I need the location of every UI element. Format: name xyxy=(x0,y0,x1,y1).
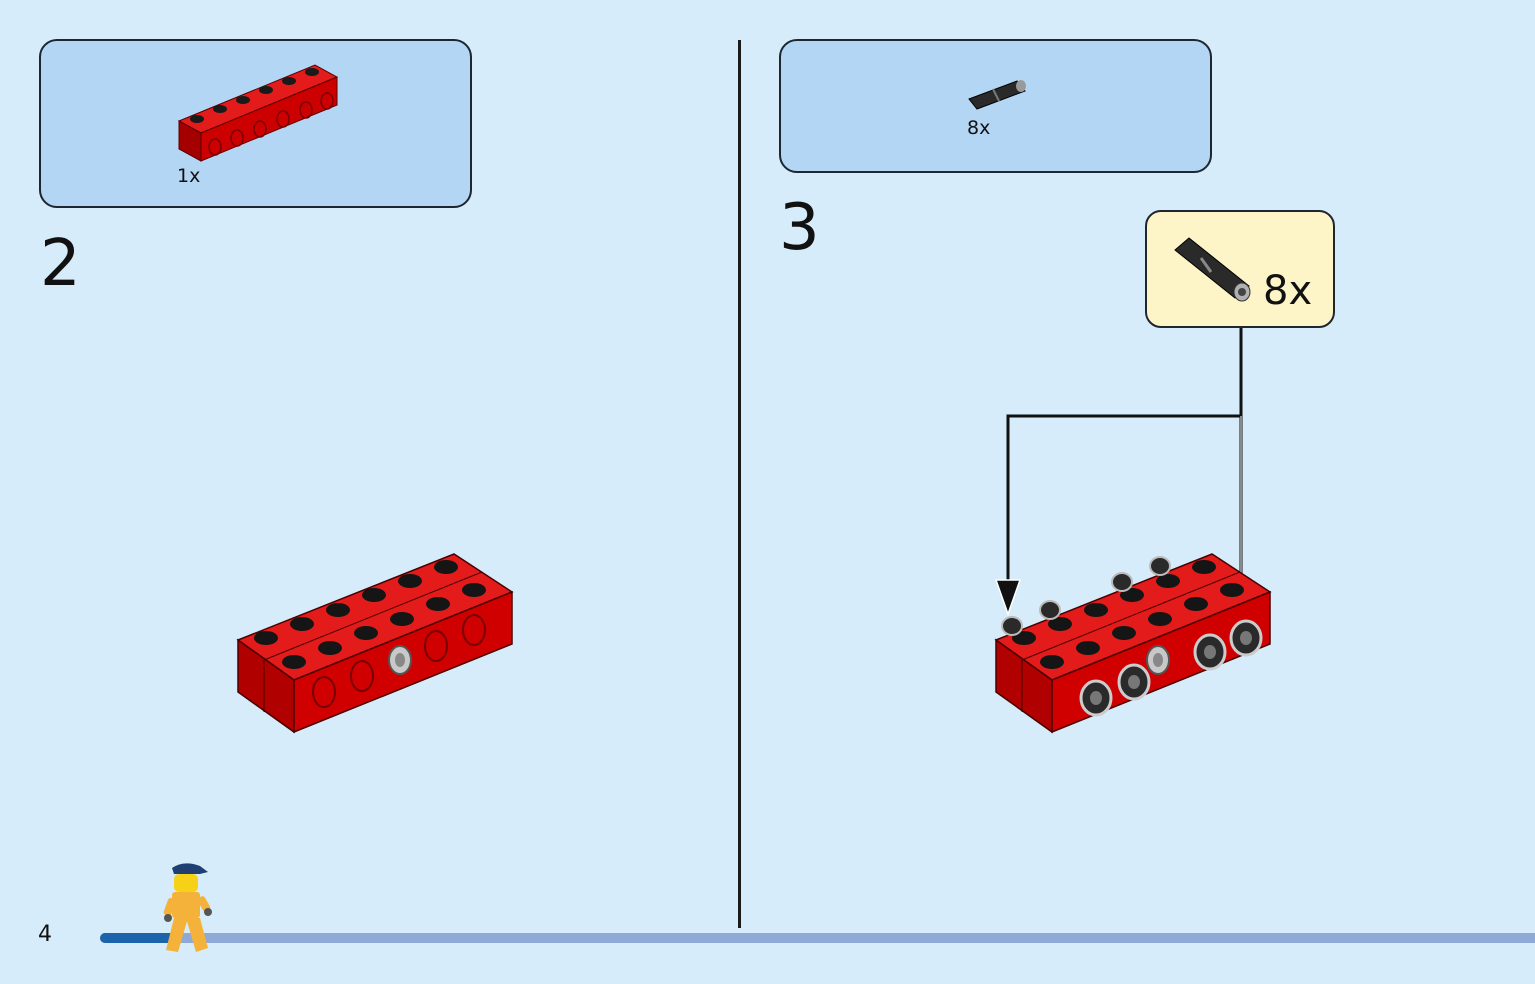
step-number-3: 3 xyxy=(779,191,820,265)
black-technic-pin-icon xyxy=(1174,237,1251,302)
callout-quantity: 8x xyxy=(1263,268,1313,314)
minifigure-walker-icon xyxy=(163,863,212,952)
step-divider xyxy=(738,40,741,928)
progress-bar-fill xyxy=(100,933,172,943)
progress-track xyxy=(100,933,1535,943)
parts-quantity: 8x xyxy=(967,117,991,139)
page-number: 4 xyxy=(38,922,52,947)
parts-list-box-step-3: 8x xyxy=(779,39,1212,173)
step-3-assembly-illustration xyxy=(994,553,1272,734)
parts-quantity: 1x xyxy=(177,165,201,187)
arrow-down-icon xyxy=(994,579,1022,617)
step-2-assembly-illustration xyxy=(236,553,514,734)
sub-step-callout: 8x xyxy=(1145,210,1335,328)
step-number-2: 2 xyxy=(40,227,81,301)
red-technic-brick-icon xyxy=(177,64,339,162)
parts-list-box-step-2: 1x xyxy=(39,39,472,208)
black-technic-pin-icon xyxy=(968,80,1026,110)
